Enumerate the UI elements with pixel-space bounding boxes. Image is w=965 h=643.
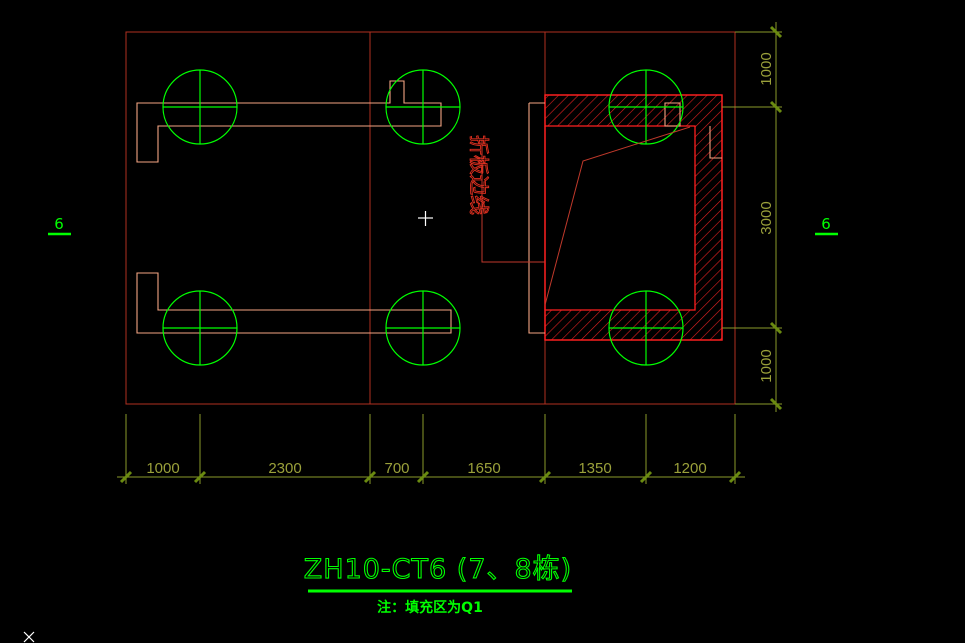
dimension-ticks-vertical — [769, 25, 783, 411]
fill-note: 注：填充区为Q1 — [377, 599, 483, 616]
dimension-label: 1350 — [578, 460, 611, 477]
section-mark-right[interactable]: 6 — [815, 215, 838, 236]
core-right-lower — [709, 126, 722, 159]
horizontal-dimension-chain — [117, 414, 745, 484]
dimension-label: 1200 — [673, 460, 706, 477]
section-mark-left[interactable]: 6 — [48, 215, 71, 236]
hatched-core-wall — [544, 94, 723, 341]
vertical-dimension-chain — [722, 22, 782, 412]
dimension-label: 1000 — [146, 460, 179, 477]
fold-line-leader — [481, 126, 691, 306]
dimension-label: 700 — [384, 460, 409, 477]
pile-circle[interactable] — [385, 69, 461, 145]
fold-line-label: 折板边线 — [467, 135, 491, 215]
lower-wall-outline — [136, 272, 452, 334]
pile-circle[interactable] — [608, 69, 684, 145]
drawing-title: ZH10-CT6 (7、8栋) — [304, 554, 572, 585]
dimension-label: 2300 — [268, 460, 301, 477]
dimension-label: 1650 — [467, 460, 500, 477]
dimension-ticks-horizontal — [119, 470, 742, 484]
core-wall-inner-outline — [528, 102, 545, 334]
piles — [162, 69, 684, 366]
cursor-crosshair-icon — [418, 211, 433, 226]
dimension-label: 3000 — [758, 201, 775, 234]
section-mark-label: 6 — [54, 215, 64, 233]
dimension-label: 1000 — [758, 52, 775, 85]
pile-circle[interactable] — [162, 290, 238, 366]
section-mark-label: 6 — [821, 215, 831, 233]
upper-wall-outline — [136, 80, 442, 163]
dimension-label: 1000 — [758, 349, 775, 382]
core-right-outline — [664, 102, 681, 127]
wall-outlines — [136, 80, 722, 334]
pile-circle[interactable] — [162, 69, 238, 145]
ucs-icon — [23, 631, 35, 643]
pile-circle[interactable] — [608, 290, 684, 366]
pile-circle[interactable] — [385, 290, 461, 366]
pile-cap-outline — [125, 31, 736, 405]
